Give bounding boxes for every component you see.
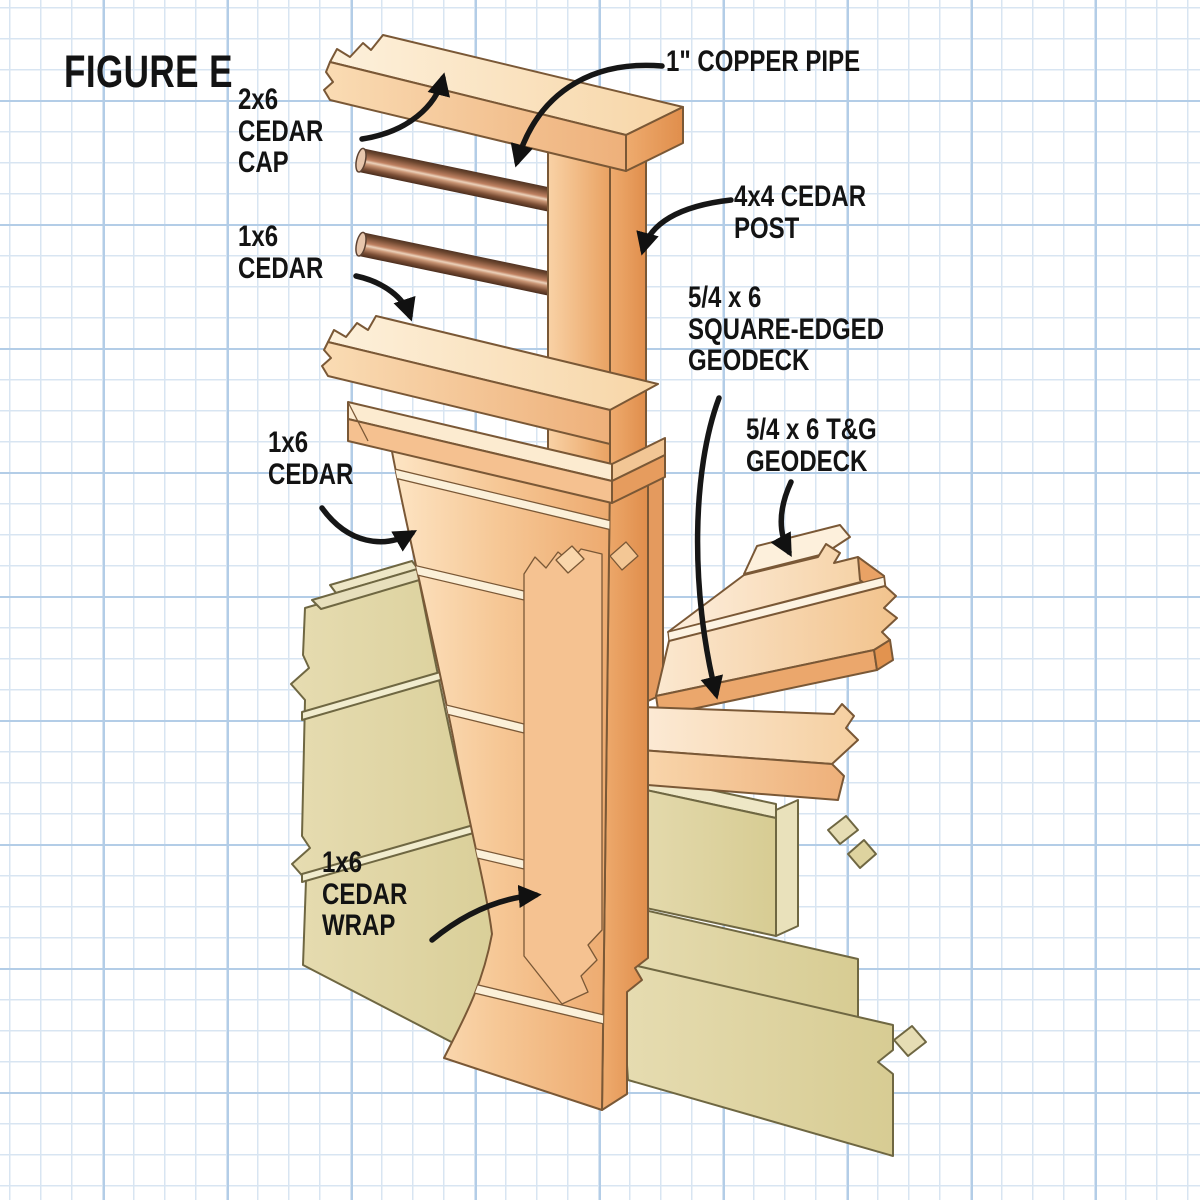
tg-deck-boards	[655, 524, 898, 717]
arrow-to-post	[636, 197, 734, 256]
arrow-to-wrap	[429, 884, 542, 943]
arrow-to-cap	[359, 72, 450, 142]
copper-pipe-lower	[355, 231, 554, 296]
leader-arrows	[319, 62, 794, 943]
label-tg-geodeck: 5/4 x 6 T&G GEODECK	[746, 413, 877, 478]
fascia-boards-left	[290, 560, 541, 1089]
label-cedar-rail: 1x6 CEDAR	[238, 220, 324, 285]
rail-front-face	[321, 341, 611, 445]
figure-title: FIGURE E	[64, 46, 233, 97]
arrow-to-wrap-board	[319, 505, 418, 552]
post-side-face	[609, 127, 647, 469]
arrow-to-rail	[353, 273, 416, 322]
label-cedar-wrap: 1x6 CEDAR WRAP	[322, 846, 408, 942]
splinter	[893, 1025, 927, 1057]
label-cedar-post: 4x4 CEDAR POST	[734, 180, 867, 245]
post-lower-sliver	[647, 468, 664, 702]
deck-board-back-sliver	[743, 524, 851, 575]
splinter	[847, 839, 877, 869]
copper-pipes	[355, 147, 554, 296]
broken-board-splinter	[609, 541, 639, 571]
label-square-edged-geodeck: 5/4 x 6 SQUARE-EDGED GEODECK	[688, 281, 885, 377]
collar-band-side	[611, 454, 666, 504]
label-copper-pipe: 1" COPPER PIPE	[666, 45, 861, 78]
cedar-cap	[323, 34, 684, 172]
arrow-to-copper-pipe	[510, 62, 665, 168]
cap-end-face	[625, 106, 684, 172]
collar-miter-line	[347, 401, 369, 442]
deck-board-front-end	[873, 639, 894, 671]
wrap-seams	[388, 465, 610, 1025]
label-cedar-cap: 2x6 CEDAR CAP	[238, 83, 324, 179]
fascia-board-end	[775, 799, 799, 937]
arrow-to-square-edged	[694, 395, 724, 700]
cedar-rail	[321, 315, 659, 445]
splinter	[827, 815, 859, 845]
fascia-boards-right	[617, 769, 927, 1157]
label-cedar-wrap-board: 1x6 CEDAR	[268, 426, 354, 491]
corner-trim-board	[523, 548, 603, 1005]
arrow-to-tg-deck	[770, 479, 794, 558]
fascia-board	[619, 961, 894, 1157]
copper-pipe-upper	[355, 147, 554, 212]
column-side-face	[601, 451, 649, 1111]
rail-top-face	[327, 315, 659, 411]
broken-board-splinter	[555, 545, 585, 574]
collar-trim	[347, 401, 666, 504]
column-wrap	[387, 429, 649, 1111]
